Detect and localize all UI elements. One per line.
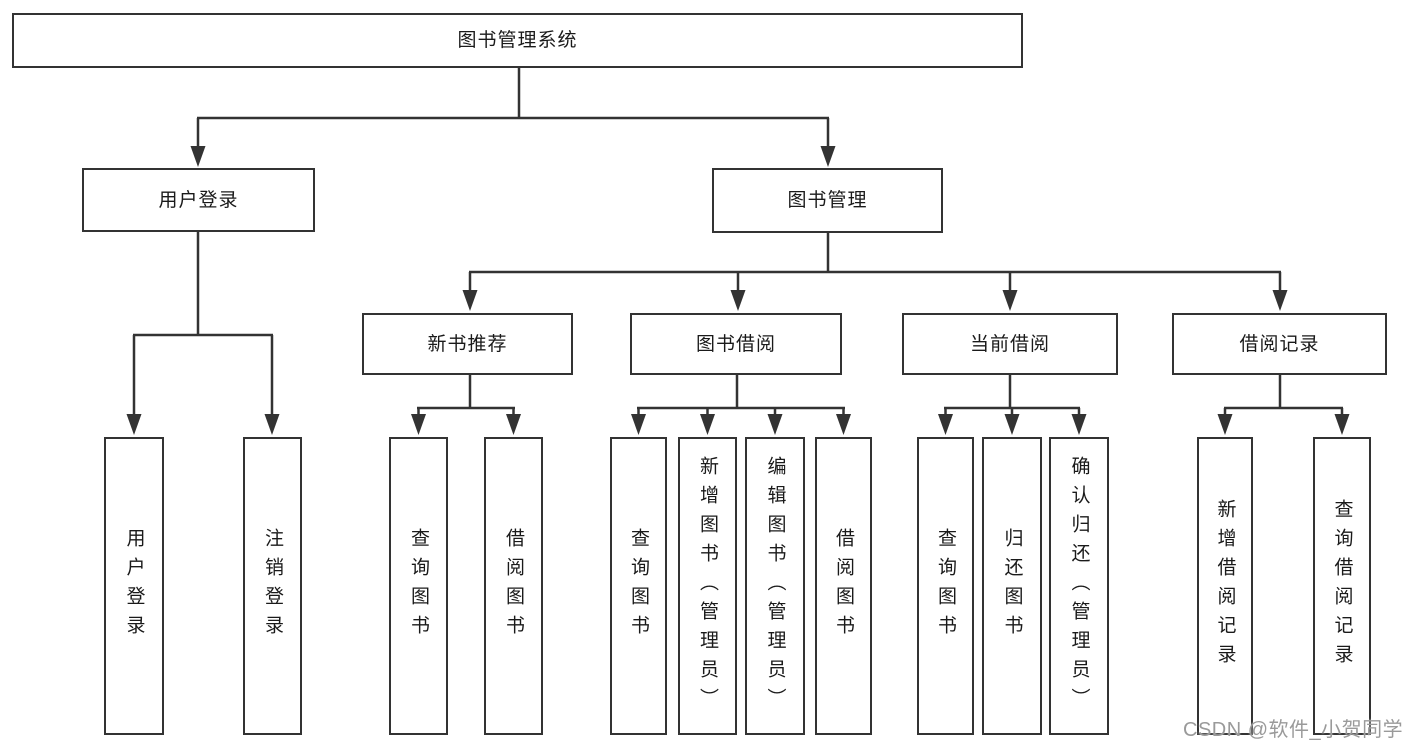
leaf-confirm-return-admin: 确认归还（管理员）: [1049, 437, 1109, 735]
leaf-logout: 注销登录: [243, 437, 302, 735]
node-root-library-system: 图书管理系统: [12, 13, 1023, 68]
node-borrow-records: 借阅记录: [1172, 313, 1387, 375]
leaf-recommend-query-books: 查询图书: [389, 437, 448, 735]
leaf-return-books: 归还图书: [982, 437, 1042, 735]
leaf-query-borrow-record: 查询借阅记录: [1313, 437, 1371, 735]
node-book-borrowing: 图书借阅: [630, 313, 842, 375]
leaf-add-borrow-record: 新增借阅记录: [1197, 437, 1253, 735]
node-current-borrowing: 当前借阅: [902, 313, 1118, 375]
node-new-book-recommend: 新书推荐: [362, 313, 573, 375]
leaf-borrowing-borrow-books: 借阅图书: [815, 437, 872, 735]
leaf-current-query-books: 查询图书: [917, 437, 974, 735]
leaf-recommend-borrow-books: 借阅图书: [484, 437, 543, 735]
node-book-management: 图书管理: [712, 168, 943, 233]
watermark: CSDN @软件_小贺同学: [1183, 719, 1404, 741]
leaf-add-books-admin: 新增图书（管理员）: [678, 437, 737, 735]
leaf-user-login: 用户登录: [104, 437, 164, 735]
node-user-login: 用户登录: [82, 168, 315, 232]
leaf-edit-books-admin: 编辑图书（管理员）: [745, 437, 805, 735]
leaf-borrowing-query-books: 查询图书: [610, 437, 667, 735]
